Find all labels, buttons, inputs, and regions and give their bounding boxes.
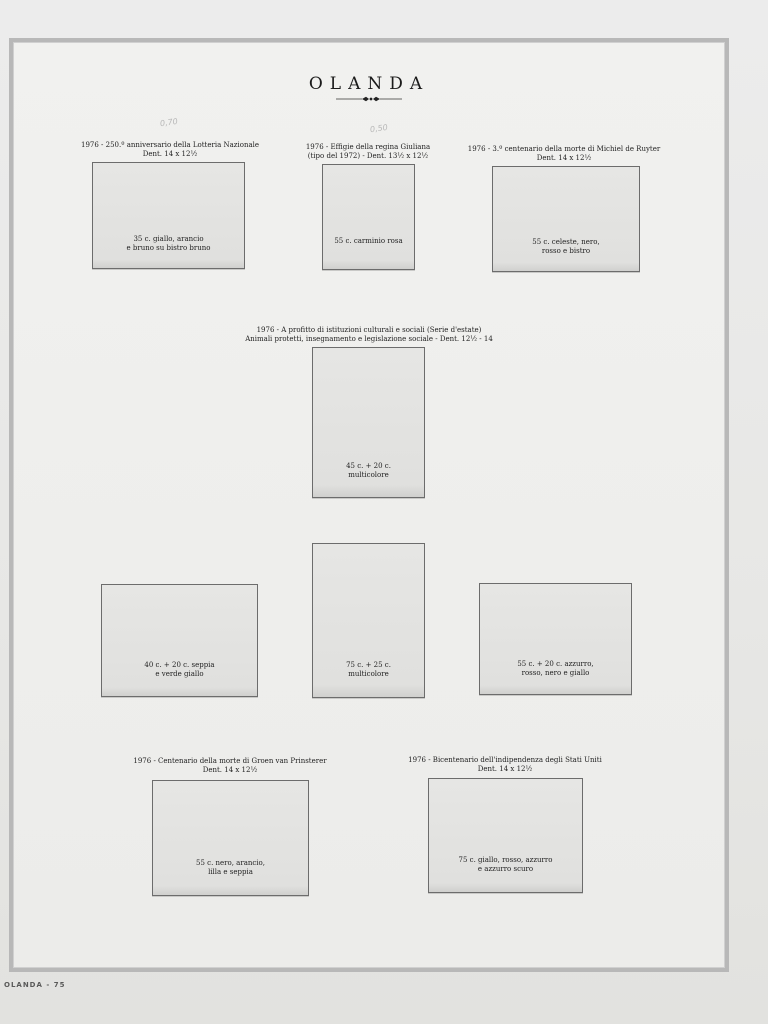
stamp-caption: 55 c. nero, arancio, lilla e seppia [196,859,265,876]
issue-header-lotteria: 1976 - 250.º anniversario della Lotteria… [80,141,260,158]
stamp-mount-ruyter: 55 c. celeste, nero, rosso e bistro [492,166,640,272]
stamp-mount-estate-40: 40 c. + 20 c. seppia e verde giallo [101,584,258,697]
page-footer: OLANDA - 75 [4,981,66,989]
title-ornament [336,96,402,102]
stamp-mount-estate-55: 55 c. + 20 c. azzurro, rosso, nero e gia… [479,583,632,695]
stamp-mount-lotteria: 35 c. giallo, arancio e bruno su bistro … [92,162,245,269]
stamp-mount-giuliana: 55 c. carminio rosa [322,164,415,270]
stamp-caption: 40 c. + 20 c. seppia e verde giallo [144,661,215,678]
issue-header-ruyter: 1976 - 3.º centenario della morte di Mic… [467,145,661,162]
stamp-caption: 55 c. + 20 c. azzurro, rosso, nero e gia… [517,660,594,677]
stamp-caption: 55 c. celeste, nero, rosso e bistro [532,238,600,255]
stamp-caption: 55 c. carminio rosa [334,237,403,245]
issue-header-giuliana: 1976 - Effigie della regina Giuliana (ti… [305,143,431,160]
stamp-caption: 75 c. + 25 c. multicolore [346,661,391,678]
page-title: OLANDA [308,74,430,94]
issue-header-prinsterer: 1976 - Centenario della morte di Groen v… [133,757,327,774]
stamp-mount-estate-45: 45 c. + 20 c. multicolore [312,347,425,498]
issue-header-usa: 1976 - Bicentenario dell'indipendenza de… [408,756,602,773]
stamp-caption: 35 c. giallo, arancio e bruno su bistro … [126,235,211,252]
stamp-caption: 75 c. giallo, rosso, azzurro e azzurro s… [458,856,553,873]
stamp-mount-prinsterer: 55 c. nero, arancio, lilla e seppia [152,780,309,896]
issue-header-estate: 1976 - A profitto di istituzioni cultura… [245,326,493,343]
stamp-mount-estate-75: 75 c. + 25 c. multicolore [312,543,425,698]
stamp-caption: 45 c. + 20 c. multicolore [346,462,391,479]
stamp-mount-usa: 75 c. giallo, rosso, azzurro e azzurro s… [428,778,583,893]
